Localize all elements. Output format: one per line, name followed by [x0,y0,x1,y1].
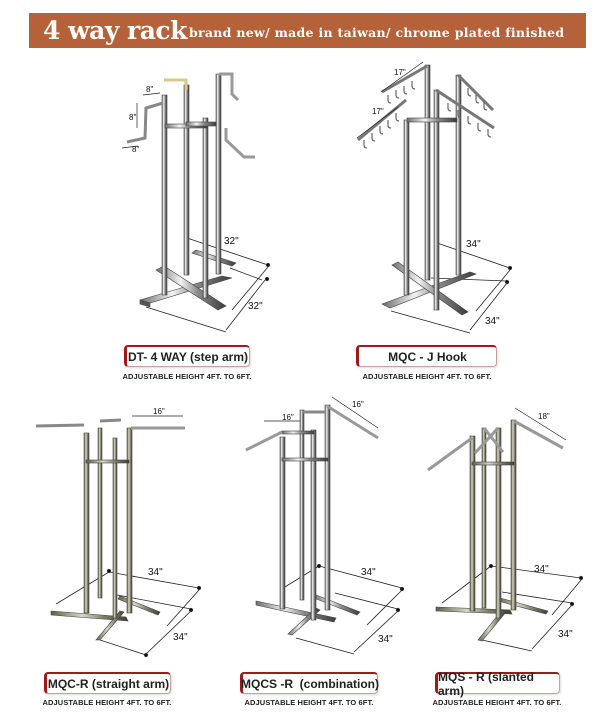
product-name: MQCS -R (combination) [241,676,379,691]
product-note: ADJUSTABLE HEIGHT 4FT. TO 6FT. [42,698,172,707]
dim-base-width: 32" [224,236,239,247]
dim-base-depth: 34" [485,316,500,327]
dim-base-width: 34" [361,567,376,578]
product-name: MQC-R (straight arm) [47,676,170,691]
dim-base-depth: 34" [378,634,393,645]
banner-title: 4 way rack [43,16,187,45]
dim-arm-bottom: 8" [132,145,139,154]
dim-arm: 16" [153,407,165,416]
banner-subtitle: brand new/ made in taiwan/ chrome plated… [188,25,565,40]
product-note: ADJUSTABLE HEIGHT 4FT. TO 6FT. [244,698,374,707]
product-name: DT- 4 WAY (step arm) [127,349,249,364]
product-label-mqs-r: MQS - R (slanted arm) [435,670,560,698]
product-note: ADJUSTABLE HEIGHT 4FT. TO 6FT. [362,372,492,381]
dim-arm-b: 17" [372,107,384,116]
rack-1 [121,72,271,333]
dim-base-depth: 34" [558,629,573,640]
rack-5 [427,407,584,652]
dim-base-depth: 32" [248,301,263,312]
dim-arm-drop: 8" [129,113,136,122]
rack-4 [245,396,405,655]
dim-arm-a: 17" [394,68,406,77]
product-label-dt-4-way: DT- 4 WAY (step arm) [124,345,250,367]
product-note: ADJUSTABLE HEIGHT 4FT. TO 6FT. [122,372,252,381]
product-label-mqcs-r: MQCS -R (combination) [240,672,379,694]
rack-3 [35,415,202,658]
dim-arm-a: 16" [282,413,294,422]
product-label-mqc-r: MQC-R (straight arm) [44,672,171,694]
product-note: ADJUSTABLE HEIGHT 4FT. TO 6FT. [432,698,562,707]
product-name: MQS - R (slanted arm) [438,669,535,698]
dim-base-width: 34" [148,567,163,578]
dim-arm: 18" [538,412,550,421]
product-name: MQC - J Hook [388,349,467,364]
dim-base-depth: 34" [173,632,188,643]
product-label-mqc-j-hook: MQC - J Hook [356,345,497,367]
header-banner: 4 way rack brand new/ made in taiwan/ ch… [29,13,586,48]
dim-base-width: 34" [466,239,481,250]
dim-arm-b: 16" [352,400,364,409]
dim-base-width: 34" [534,564,549,575]
dim-arm-top: 8" [146,85,153,94]
rack-2 [356,61,513,334]
